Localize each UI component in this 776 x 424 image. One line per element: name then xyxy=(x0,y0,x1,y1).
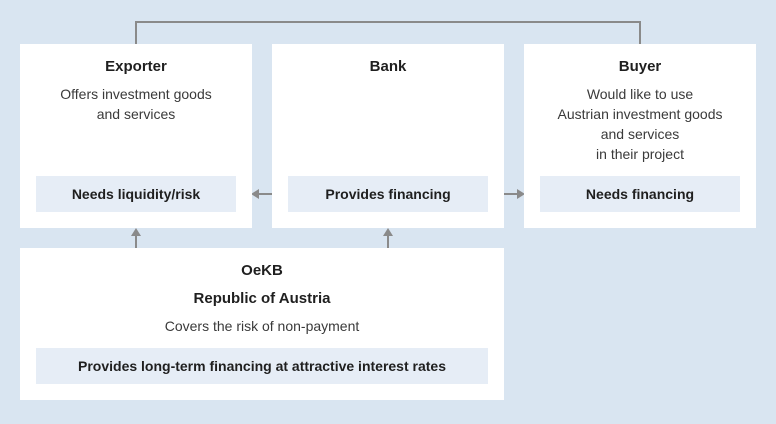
exporter-description: Offers investment goods and services xyxy=(28,84,244,124)
oekb-title: OeKB xyxy=(241,262,283,279)
bank-title: Bank xyxy=(369,58,407,75)
exporter-buyer-link xyxy=(135,21,641,44)
oekb-description: Covers the risk of non-payment xyxy=(164,318,360,334)
buyer-description: Would like to use Austrian investment go… xyxy=(532,84,748,164)
bank-need-pill: Provides financing xyxy=(288,176,488,212)
oekb-to-bank-arrowhead xyxy=(383,228,393,236)
buyer-need-pill: Needs financing xyxy=(540,176,740,212)
bank-to-buyer-arrowhead xyxy=(517,189,525,199)
buyer-description-line: in their project xyxy=(596,146,684,162)
oekb-subtitle: Republic of Austria xyxy=(193,290,331,307)
bank-box: Bank Provides financing xyxy=(272,44,504,228)
oekb-box: OeKB Republic of Austria Covers the risk… xyxy=(20,248,504,400)
buyer-description-line: and services xyxy=(600,126,680,142)
exporter-description-line: Offers investment goods xyxy=(60,86,212,102)
exporter-box: Exporter Offers investment goods and ser… xyxy=(20,44,252,228)
oekb-to-exporter-arrowhead xyxy=(131,228,141,236)
buyer-description-line: Austrian investment goods xyxy=(557,106,723,122)
buyer-box: Buyer Would like to use Austrian investm… xyxy=(524,44,756,228)
exporter-title: Exporter xyxy=(105,58,167,75)
oekb-offer-pill: Provides long-term financing at attracti… xyxy=(36,348,488,384)
bank-to-exporter-arrowhead xyxy=(251,189,259,199)
exporter-description-line: and services xyxy=(96,106,176,122)
buyer-title: Buyer xyxy=(618,58,662,75)
exporter-need-pill: Needs liquidity/risk xyxy=(36,176,236,212)
buyer-description-line: Would like to use xyxy=(586,86,694,102)
